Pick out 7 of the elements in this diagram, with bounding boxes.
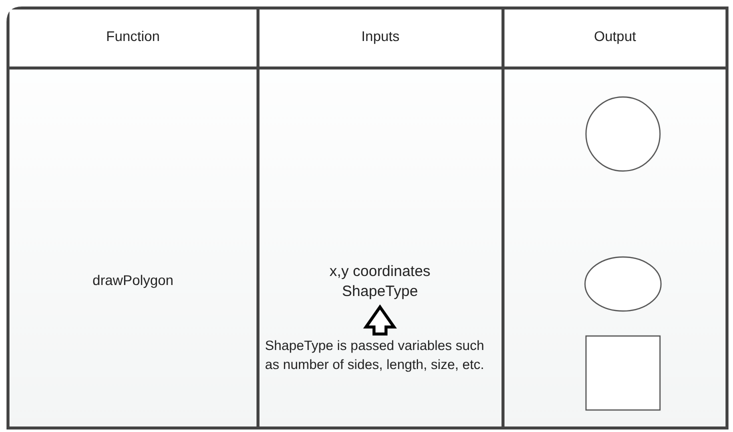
- function-name: drawPolygon: [92, 272, 174, 288]
- input-text: x,y coordinates ShapeType: [328, 262, 432, 302]
- column-header: Inputs: [360, 28, 401, 44]
- column-header: Output: [592, 28, 638, 44]
- note-text: ShapeType is passed variables such as number of sides, length, size, etc.: [265, 337, 486, 374]
- block-arrow: [363, 304, 397, 336]
- column-header: Function: [105, 28, 161, 44]
